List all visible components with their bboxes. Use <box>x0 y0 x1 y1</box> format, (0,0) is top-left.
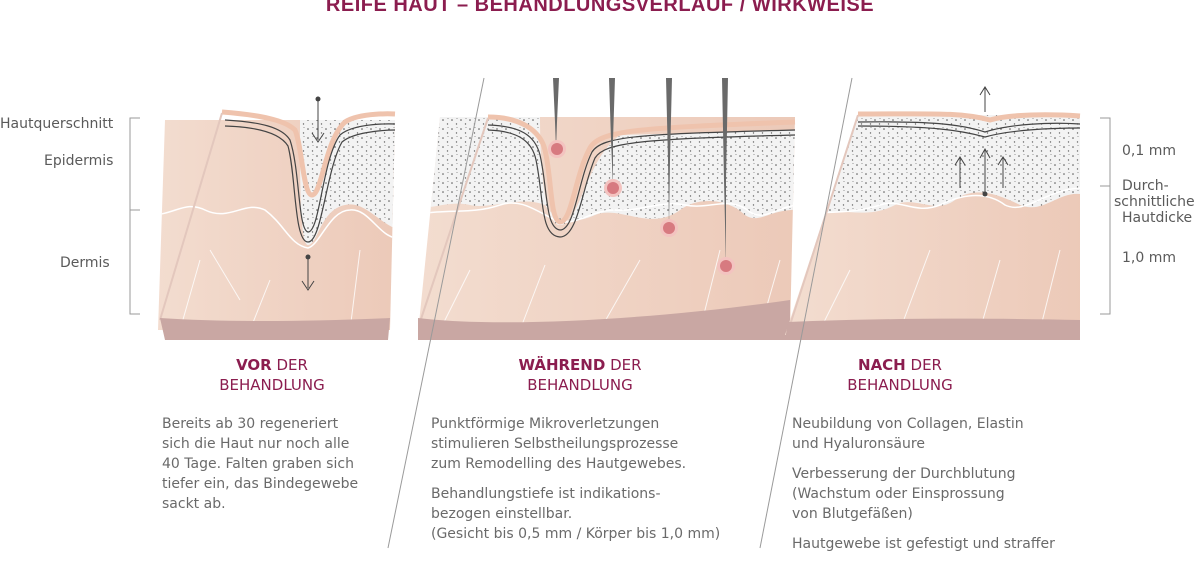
right-bracket <box>1100 117 1111 315</box>
heading-after: NACH DER BEHANDLUNG <box>800 355 1000 395</box>
heading-during-line2: BEHANDLUNG <box>527 376 633 394</box>
text-line: stimulieren Selbstheilungsprozesse <box>431 436 679 452</box>
text-line: Punktförmige Mikroverletzungen <box>431 416 660 432</box>
heading-during: WÄHREND DER BEHANDLUNG <box>480 355 680 395</box>
panel-during-illustration <box>418 78 796 340</box>
heading-during-rest: DER <box>605 356 642 374</box>
heading-during-bold: WÄHREND <box>518 356 606 374</box>
page-title: REIFE HAUT – BEHANDLUNGSVERLAUF / WIRKWE… <box>325 0 875 16</box>
heading-before-rest: DER <box>271 356 308 374</box>
text-line: Neubildung von Collagen, Elastin <box>792 416 1024 432</box>
needle-3 <box>660 78 678 237</box>
text-after-p2: Verbesserung der Durchblutung (Wachstum … <box>792 464 1092 524</box>
text-line: zum Remodelling des Hautgewebes. <box>431 456 687 472</box>
needle-2 <box>604 78 622 197</box>
label-avg-line3: Hautdicke <box>1122 210 1193 226</box>
label-avg-line1: Durch- <box>1122 178 1169 194</box>
heading-before-bold: VOR <box>236 356 272 374</box>
text-line: Behandlungstiefe ist indikations- <box>431 486 661 502</box>
heading-before-line2: BEHANDLUNG <box>219 376 325 394</box>
text-line: und Hyaluronsäure <box>792 436 925 452</box>
heading-after-line2: BEHANDLUNG <box>847 376 953 394</box>
text-after-p1: Neubildung von Collagen, Elastin und Hya… <box>792 414 1092 454</box>
heading-after-bold: NACH <box>858 356 906 374</box>
text-line: Bereits ab 30 regeneriert <box>162 416 339 432</box>
text-during: Punktförmige Mikroverletzungen stimulier… <box>431 414 751 554</box>
divider-1 <box>387 77 485 549</box>
text-line: (Gesicht bis 0,5 mm / Körper bis 1,0 mm) <box>431 526 721 542</box>
text-line: Hautgewebe ist gefestigt und straffer <box>792 536 1055 552</box>
label-epidermis: Epidermis <box>44 153 114 169</box>
needle-4 <box>717 78 735 275</box>
text-after-p3: Hautgewebe ist gefestigt und straffer <box>792 534 1092 554</box>
text-line: sackt ab. <box>162 496 226 512</box>
label-dermis-thickness: 1,0 mm <box>1122 250 1176 266</box>
heading-before: VOR DER BEHANDLUNG <box>172 355 372 395</box>
text-line: Verbesserung der Durchblutung <box>792 466 1016 482</box>
text-during-p1: Punktförmige Mikroverletzungen stimulier… <box>431 414 751 474</box>
text-line: sich die Haut nur noch alle <box>162 436 350 452</box>
text-during-p2: Behandlungstiefe ist indikations- bezoge… <box>431 484 751 544</box>
label-avg-line2: schnittliche <box>1114 194 1195 210</box>
heading-after-rest: DER <box>905 356 942 374</box>
label-epidermis-thickness: 0,1 mm <box>1122 143 1176 159</box>
left-bracket <box>129 117 140 315</box>
text-line: bezogen einstellbar. <box>431 506 573 522</box>
panel-before-illustration <box>158 96 396 340</box>
text-line: 40 Tage. Falten graben sich <box>162 456 354 472</box>
text-line: tiefer ein, das Bindegewebe <box>162 476 359 492</box>
label-cross-section: Hautquerschnitt <box>0 116 114 132</box>
needle-1 <box>548 78 566 158</box>
text-after: Neubildung von Collagen, Elastin und Hya… <box>792 414 1092 564</box>
label-dermis: Dermis <box>60 255 110 271</box>
text-before-p1: Bereits ab 30 regeneriert sich die Haut … <box>162 414 382 514</box>
text-line: (Wachstum oder Einsprossung <box>792 486 1005 502</box>
text-before: Bereits ab 30 regeneriert sich die Haut … <box>162 414 382 524</box>
panel-after-illustration <box>785 86 1081 340</box>
divider-2 <box>759 77 853 549</box>
text-line: von Blutgefäßen) <box>792 506 913 522</box>
